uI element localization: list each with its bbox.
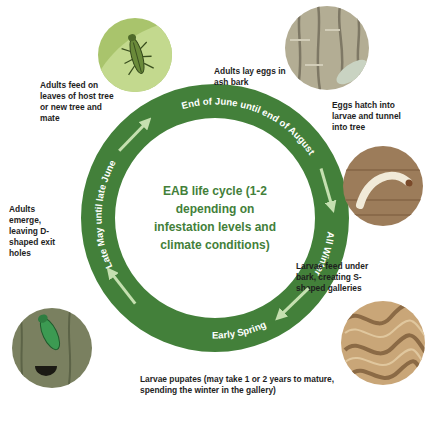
- phase-period: Early Spring: [212, 319, 268, 341]
- photo-disc: [341, 301, 425, 385]
- photo-disc: [285, 6, 369, 90]
- photo-outline: [343, 146, 423, 226]
- stage-caption: Larvae pupates (may take 1 or 2 years to…: [140, 374, 352, 396]
- photo-circle: Adults emerge, leaving D-shaped exit hol…: [12, 308, 92, 388]
- photo-circle: Adults lay eggs in ash bark: [285, 6, 369, 90]
- center-circle: EAB life cycle (1-2 depending on infesta…: [117, 120, 313, 316]
- photo-circle: Larvae feed under bark, creating S-shape…: [341, 301, 425, 385]
- stage-caption: Eggs hatch into larvae and tunnel into t…: [332, 100, 410, 133]
- photo-outline: [12, 308, 92, 388]
- photo-disc: [98, 18, 172, 92]
- photo-circle: Adults feed on leaves of host tree or ne…: [98, 18, 172, 92]
- photo-disc: [12, 308, 92, 388]
- cycle-title: EAB life cycle (1-2 depending on infesta…: [145, 182, 285, 254]
- stage-caption: Larvae feed under bark, creating S-shape…: [296, 261, 386, 294]
- ring-shape: [81, 84, 349, 352]
- photo-outline: [341, 301, 425, 385]
- life-cycle-ring: End of June until end of AugustAll Winte…: [81, 84, 349, 352]
- photo-outline: [98, 18, 172, 92]
- photo-disc: [343, 146, 423, 226]
- stage-caption: Adults feed on leaves of host tree or ne…: [40, 80, 120, 124]
- phase-period: Late May until late June: [92, 158, 117, 270]
- photo-circle: Eggs hatch into larvae and tunnel into t…: [343, 146, 423, 226]
- stage-caption: Adults lay eggs in ash bark: [214, 66, 288, 88]
- photo-outline: [285, 6, 369, 90]
- stage-caption: Adults emerge, leaving D-shaped exit hol…: [9, 204, 61, 259]
